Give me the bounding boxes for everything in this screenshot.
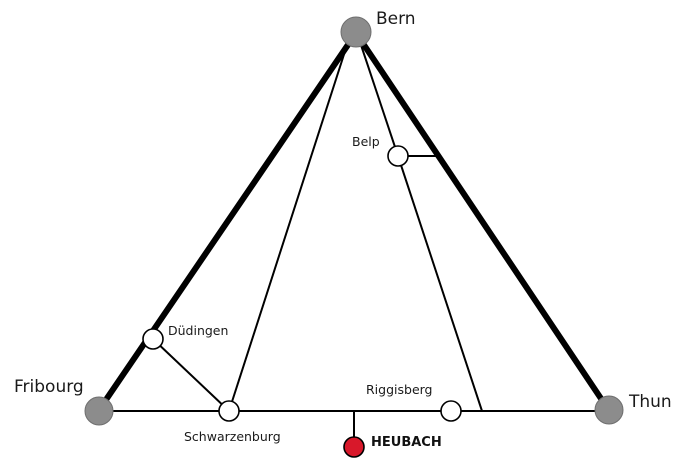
route-bern-belp bbox=[359, 41, 399, 157]
stop-node-dudingen bbox=[142, 328, 164, 350]
city-node-thun bbox=[594, 395, 624, 425]
stop-node-schwarzenburg bbox=[218, 400, 240, 422]
highlight-label-heubach: HEUBACH bbox=[371, 435, 442, 450]
stop-node-riggisberg bbox=[440, 400, 462, 422]
city-label-thun: Thun bbox=[628, 392, 672, 412]
stop-label-riggisberg: Riggisberg bbox=[366, 382, 433, 397]
stop-label-dudingen: Düdingen bbox=[168, 323, 228, 338]
highlight-node-heubach bbox=[343, 436, 365, 458]
city-label-fribourg: Fribourg bbox=[14, 377, 84, 397]
route-bern-fribourg bbox=[96, 30, 359, 413]
route-belp-riggisberg bbox=[397, 155, 483, 412]
city-label-bern: Bern bbox=[376, 9, 416, 29]
route-dudingen-schwarzenburg bbox=[152, 338, 230, 412]
route-bern-thun bbox=[353, 30, 611, 412]
stop-label-belp: Belp bbox=[352, 134, 380, 149]
city-node-fribourg bbox=[84, 396, 114, 426]
stop-label-schwarzenburg: Schwarzenburg bbox=[184, 429, 281, 444]
stop-node-belp bbox=[387, 145, 409, 167]
city-node-bern bbox=[340, 16, 372, 48]
route-bern-schwarzenburg bbox=[228, 41, 349, 412]
